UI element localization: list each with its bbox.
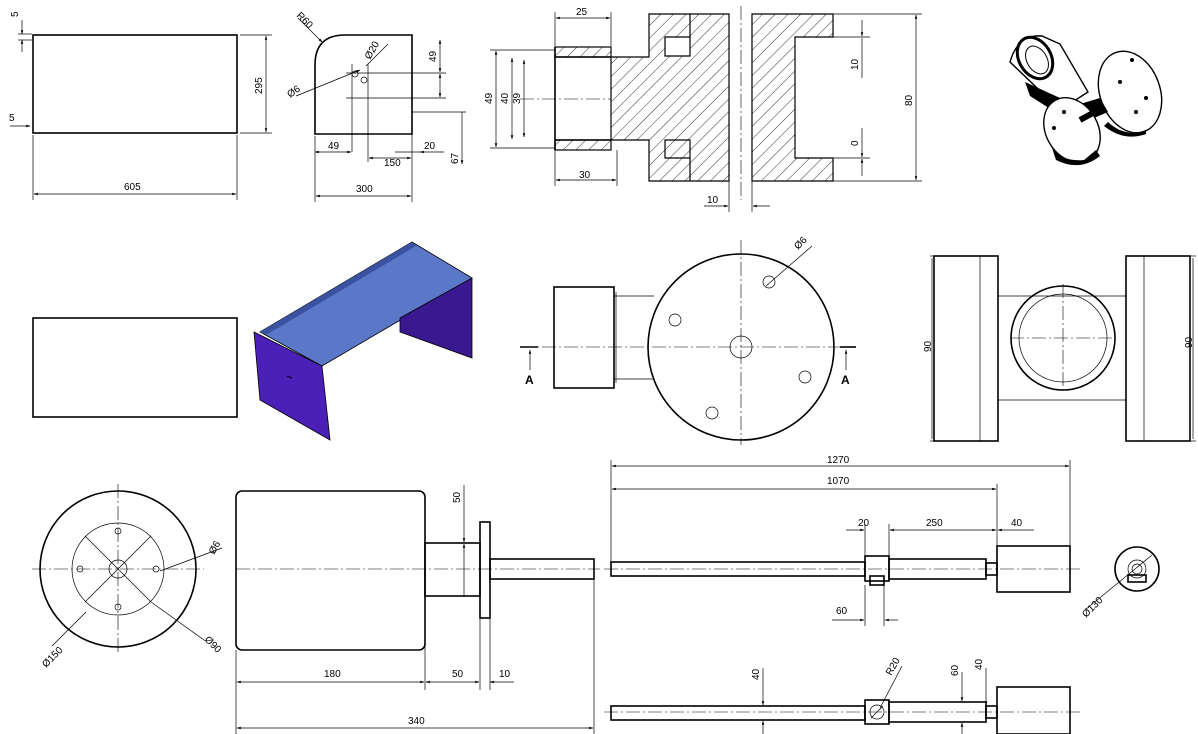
flange-isometric-view [1009, 35, 1163, 166]
dim-90-left: 90 [923, 340, 934, 352]
dim-295: 295 [254, 77, 265, 94]
dim-50-vert: 50 [452, 491, 463, 503]
dim-30: 30 [579, 170, 591, 181]
cylinder-side-view: 50 180 50 10 340 [235, 485, 600, 734]
bracket-side-view: R60 Ø20 Ø6 49 67 49 150 20 300 [285, 10, 466, 202]
dim-1070: 1070 [827, 476, 850, 487]
dim-phi6-plan: Ø6 [792, 235, 810, 253]
plate-front-view: 5 5 295 605 [9, 11, 272, 200]
dim-0-right: 0 [850, 140, 861, 146]
dim-150: 150 [384, 158, 401, 169]
dim-40-bottom-left: 40 [751, 668, 762, 680]
dim-40-shaft: 40 [1011, 518, 1023, 529]
dim-300: 300 [356, 184, 373, 195]
bent-sheet-3d-view [253, 241, 473, 441]
dim-50-bottom: 50 [452, 669, 464, 680]
section-label-left: A [525, 373, 534, 387]
dim-67: 67 [450, 152, 461, 164]
dim-40-bottom-right: 40 [974, 658, 985, 670]
dim-40: 40 [500, 92, 511, 104]
dim-r20: R20 [884, 656, 903, 678]
flange-end-view: Ø6 Ø90 Ø150 [32, 484, 223, 670]
dim-60-shaft: 60 [836, 606, 848, 617]
dim-180: 180 [324, 669, 341, 680]
dim-phi6-end: Ø6 [207, 539, 223, 556]
dim-phi130: Ø130 [1080, 595, 1105, 620]
dim-340: 340 [408, 716, 425, 727]
sheet-right-side [399, 277, 473, 359]
dim-49-bottom: 49 [328, 141, 340, 152]
dim-25: 25 [576, 7, 588, 18]
dim-20: 20 [424, 141, 436, 152]
dim-10-bottom: 10 [707, 195, 719, 206]
dim-60-bottom: 60 [950, 664, 961, 676]
dim-phi6: Ø6 [285, 84, 303, 101]
shaft-assembly-top: 1270 1070 20 250 40 60 Ø130 [604, 455, 1160, 626]
dim-80: 80 [904, 94, 915, 106]
dim-phi90: Ø90 [202, 634, 223, 655]
dim-5-left: 5 [9, 113, 15, 124]
dim-90-right: 90 [1184, 336, 1195, 348]
dim-r60: R60 [294, 10, 315, 31]
dim-10-right: 10 [850, 58, 861, 70]
sheet-left-side [253, 331, 331, 441]
dim-49-right: 49 [428, 50, 439, 62]
dim-1270: 1270 [827, 455, 850, 466]
section-a-a-view: 25 49 40 39 30 10 10 0 80 [484, 6, 922, 212]
dim-49-left: 49 [484, 92, 495, 104]
dim-605: 605 [124, 182, 141, 193]
shaft-assembly-bottom: 40 R20 60 40 [604, 656, 1082, 734]
flange-plan-view: A A Ø6 [520, 235, 856, 445]
dim-10-cyl: 10 [499, 669, 511, 680]
dim-39: 39 [512, 92, 523, 104]
plate-flat-view [32, 317, 238, 418]
dim-phi20: Ø20 [363, 39, 382, 61]
pipe-top-view: 90 90 [923, 255, 1196, 442]
dim-phi150: Ø150 [40, 645, 65, 670]
dim-20-shaft: 20 [858, 518, 870, 529]
section-label-right: A [841, 373, 850, 387]
dim-250: 250 [926, 518, 943, 529]
dim-5-top: 5 [10, 11, 21, 17]
